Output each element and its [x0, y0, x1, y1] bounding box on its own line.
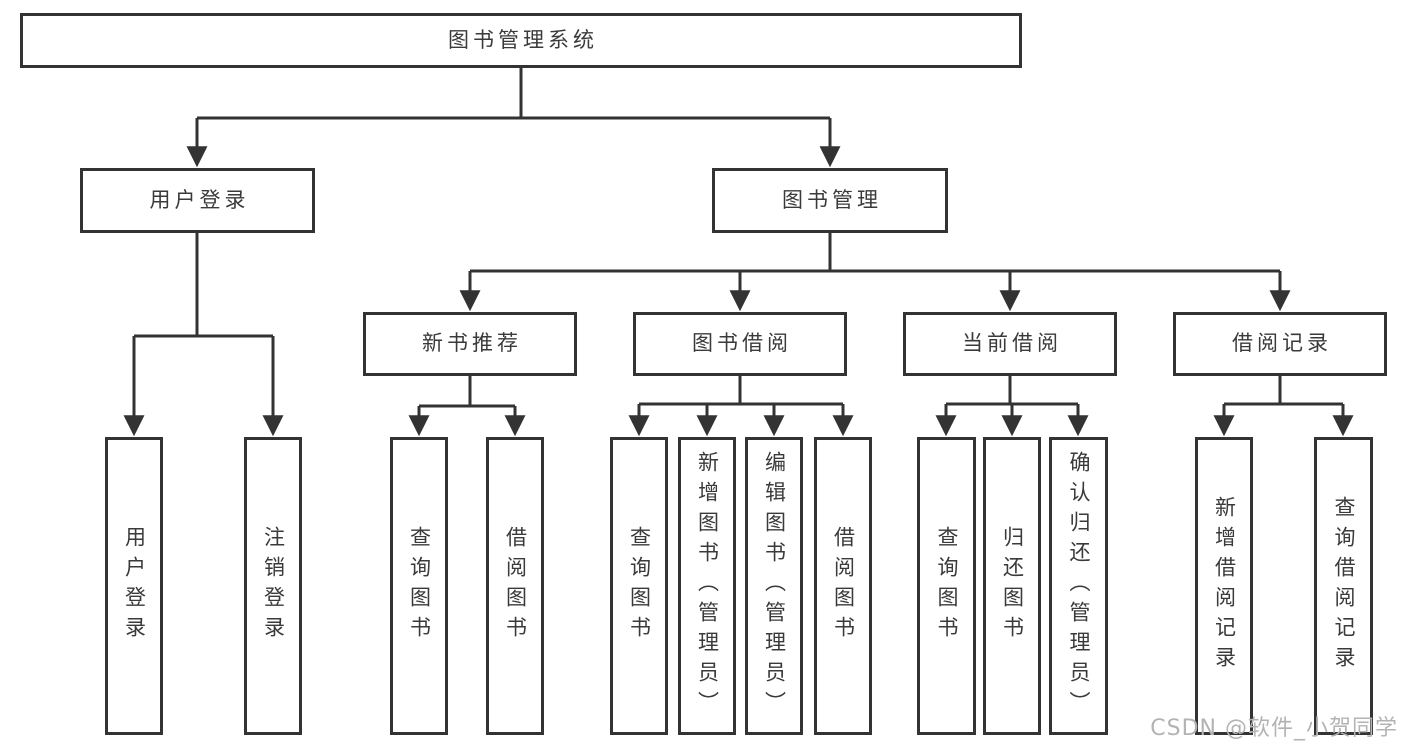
leaf-label: 新增图书（管理员） — [695, 451, 720, 721]
leaf-query-books-recommend: 查询图书 — [390, 437, 448, 735]
leaf-label: 确认归还（管理员） — [1067, 451, 1091, 721]
leaf-query-borrow-record: 查询借阅记录 — [1314, 437, 1373, 735]
leaf-add-borrow-record: 新增借阅记录 — [1195, 437, 1253, 735]
leaf-label: 借阅图书 — [503, 526, 528, 646]
leaf-label: 查询借阅记录 — [1332, 496, 1356, 676]
leaf-label: 注销登录 — [261, 526, 286, 646]
leaf-label: 编辑图书（管理员） — [762, 451, 787, 721]
node-borrowing-records: 借阅记录 — [1173, 312, 1387, 376]
leaf-label: 查询图书 — [627, 526, 652, 646]
leaf-label: 查询图书 — [407, 526, 432, 646]
leaf-label: 新增借阅记录 — [1212, 496, 1237, 676]
node-book-borrowing: 图书借阅 — [633, 312, 847, 376]
leaf-user-login: 用户登录 — [105, 437, 163, 735]
leaf-label: 用户登录 — [122, 526, 147, 646]
node-book-management: 图书管理 — [712, 168, 948, 233]
connector-arrows — [123, 118, 1354, 437]
leaf-confirm-return-admin: 确认归还（管理员） — [1049, 437, 1108, 735]
node-new-book-recommend: 新书推荐 — [363, 312, 577, 376]
leaf-query-books-current: 查询图书 — [917, 437, 976, 735]
leaf-label: 查询图书 — [935, 526, 959, 646]
leaf-label: 借阅图书 — [831, 526, 856, 646]
csdn-watermark: CSDN @软件_小贺同学 — [1150, 716, 1398, 741]
leaf-add-book-admin: 新增图书（管理员） — [678, 437, 736, 735]
leaf-return-books: 归还图书 — [983, 437, 1041, 735]
leaf-query-books-borrow: 查询图书 — [610, 437, 668, 735]
leaf-borrow-books: 借阅图书 — [814, 437, 872, 735]
node-current-borrowing: 当前借阅 — [903, 312, 1117, 376]
leaf-borrow-books-recommend: 借阅图书 — [486, 437, 544, 735]
leaf-label: 归还图书 — [1000, 526, 1025, 646]
leaf-logout: 注销登录 — [244, 437, 302, 735]
leaf-edit-book-admin: 编辑图书（管理员） — [745, 437, 803, 735]
node-user-login: 用户登录 — [80, 168, 315, 233]
node-library-system: 图书管理系统 — [20, 13, 1022, 68]
